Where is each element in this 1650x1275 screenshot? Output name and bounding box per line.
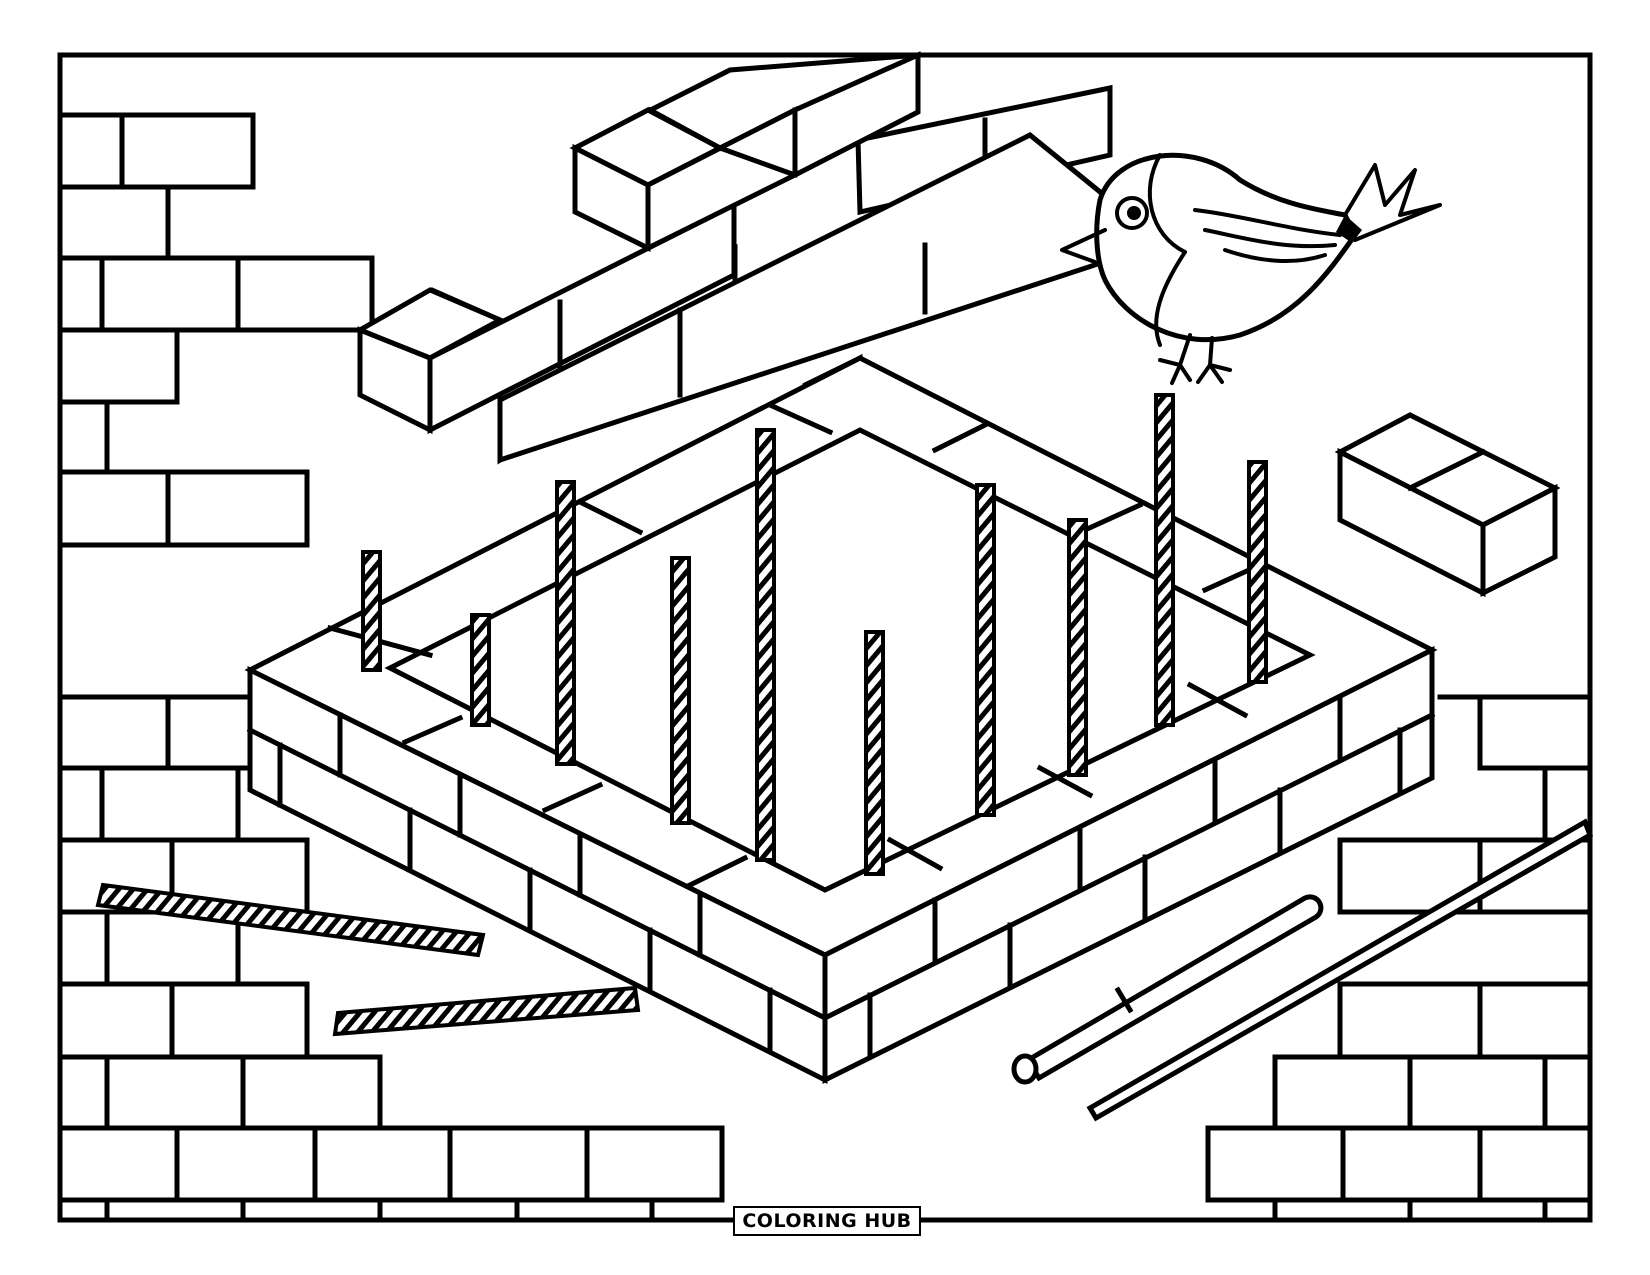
rebar [1154,393,1175,727]
rebar-flat [95,882,486,958]
right-brick-wall [1205,694,1593,1223]
rebar [555,480,576,766]
bird-illustration [1060,152,1442,385]
ground-rebars [95,882,641,1037]
brand-label: COLORING HUB [733,1206,921,1236]
rebar [470,613,491,727]
loose-brick-right [1334,412,1561,598]
rebar [1247,460,1268,684]
rebar [670,556,691,825]
pipes [1011,818,1594,1122]
rebar [1067,518,1088,777]
floating-brick-stack [354,51,1113,465]
rebar-flat [332,985,641,1037]
brick-foundation [244,353,1438,1085]
rebar [361,550,382,672]
rebar [864,630,885,876]
left-brick-wall-upper [57,112,375,548]
rebar [975,483,996,817]
vertical-rebars [361,393,1268,876]
rebar [755,428,776,862]
